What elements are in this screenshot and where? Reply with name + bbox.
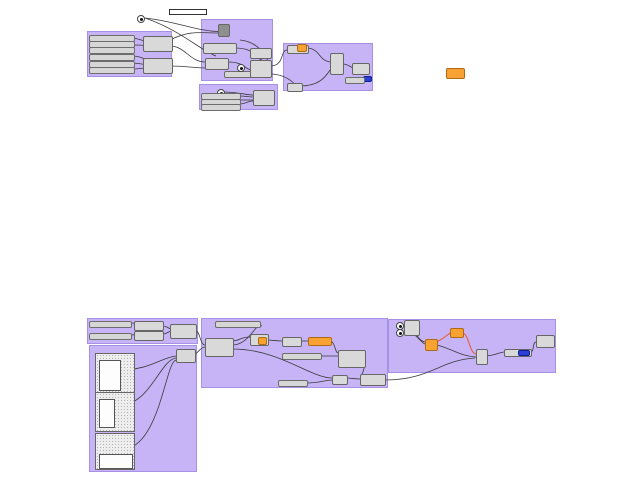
slider-mid-a[interactable] [224,71,252,78]
preview-panel-3-inner [99,454,133,469]
bottom-mid-slider[interactable] [282,353,322,360]
point-pair-component[interactable] [404,320,420,336]
preview-panel-2[interactable] [95,392,135,432]
orange-component-bc-2[interactable] [308,337,332,346]
orange-node-left[interactable] [425,339,438,351]
bake-component[interactable] [287,83,303,92]
orange-component-small[interactable] [297,44,307,52]
divide-component[interactable] [205,338,234,357]
orange-floating-component[interactable] [446,68,465,79]
slider-3[interactable] [89,47,135,54]
slider-right[interactable] [345,77,365,84]
preview-component[interactable] [536,335,555,348]
sphere-component[interactable] [253,90,275,106]
bottom-low-slider[interactable] [278,380,308,387]
bottom-slider-2[interactable] [89,333,132,340]
extrude-component[interactable] [332,375,348,385]
panel-merge-component[interactable] [176,349,196,363]
merge-component[interactable] [330,53,344,75]
bottom-top-slider[interactable] [215,321,261,328]
component-icon[interactable] [218,24,230,37]
knob-icon[interactable] [237,64,245,72]
vector-component[interactable] [203,43,237,54]
series-component[interactable] [134,321,164,331]
loft-component[interactable] [338,350,366,368]
knob-icon[interactable] [137,15,145,23]
preview-panel-2-inner [99,399,115,428]
grid-component[interactable] [170,324,197,339]
blue-node[interactable] [518,350,530,356]
construct-point-component[interactable] [143,36,173,52]
output-component[interactable] [352,63,370,75]
series-component-2[interactable] [134,331,164,341]
knob-icon[interactable] [396,329,404,337]
slider-4[interactable] [89,54,135,61]
preview-panel-3[interactable] [95,433,135,470]
cap-component[interactable] [360,374,386,386]
rotate-component[interactable] [250,48,272,59]
preview-panel-1-inner [99,360,121,391]
move-component[interactable] [205,58,229,70]
top-toggle[interactable] [169,9,207,15]
slider-6[interactable] [89,67,135,74]
bottom-slider-1[interactable] [89,321,132,328]
shift-component[interactable] [282,337,302,347]
transform-component[interactable] [250,60,272,78]
preview-panel-1[interactable] [95,353,135,393]
orange-component-bc[interactable] [258,337,267,345]
orange-node-right[interactable] [450,328,464,338]
construct-point-component-2[interactable] [143,58,173,74]
slider-mid-3[interactable] [201,104,241,111]
join-component[interactable] [476,349,488,365]
